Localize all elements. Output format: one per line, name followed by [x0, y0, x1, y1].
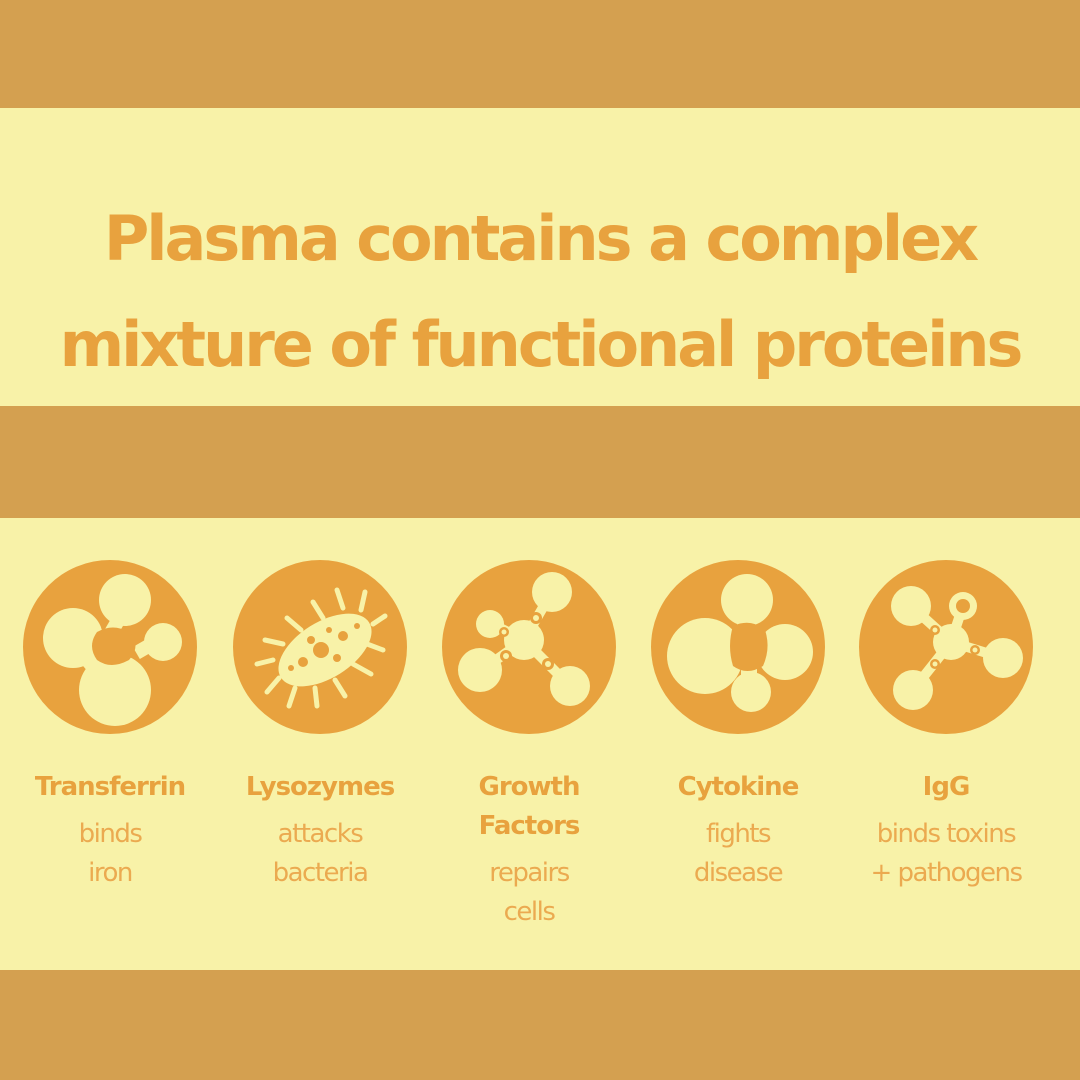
- protein-name: Transferrin: [6, 768, 214, 807]
- protein-description-line: repairs: [489, 858, 570, 888]
- protein-name-line: Factors: [478, 811, 581, 841]
- growth-factor-molecule-icon: [442, 560, 616, 734]
- protein-description-line: binds toxins: [876, 819, 1017, 849]
- protein-description-line: cells: [503, 897, 556, 927]
- protein-description: binds iron: [6, 815, 214, 893]
- cytokine-molecule-icon: [651, 560, 825, 734]
- protein-lysozymes: Lysozymes attacks bacteria: [216, 560, 424, 893]
- protein-description: attacks bacteria: [216, 815, 424, 893]
- protein-description-line: + pathogens: [870, 858, 1023, 888]
- page-title: Plasma contains a complex mixture of fun…: [0, 186, 1080, 398]
- protein-transferrin: Transferrin binds iron: [6, 560, 214, 893]
- protein-description: fights disease: [634, 815, 842, 893]
- protein-description: binds toxins + pathogens: [842, 815, 1050, 893]
- bacterium-icon: [233, 560, 407, 734]
- transferrin-molecule-icon: [23, 560, 197, 734]
- protein-name: Lysozymes: [216, 768, 424, 807]
- protein-growth-factors: Growth Factors repairs cells: [425, 560, 633, 932]
- protein-name-line: Cytokine: [677, 772, 800, 802]
- protein-name: IgG: [842, 768, 1050, 807]
- protein-description-line: bacteria: [272, 858, 369, 888]
- protein-description-line: disease: [693, 858, 784, 888]
- igg-molecule-icon: [859, 560, 1033, 734]
- protein-name-line: Transferrin: [34, 772, 186, 802]
- protein-description-line: fights: [705, 819, 772, 849]
- protein-cytokine: Cytokine fights disease: [634, 560, 842, 893]
- protein-igg: IgG binds toxins + pathogens: [842, 560, 1050, 893]
- protein-name: Growth Factors: [425, 768, 633, 846]
- protein-name-line: IgG: [922, 772, 971, 802]
- protein-name-line: Growth: [478, 772, 581, 802]
- title-line-2: mixture of functional proteins: [59, 308, 1024, 381]
- protein-description-line: attacks: [277, 819, 364, 849]
- title-panel: [0, 108, 1080, 406]
- protein-description: repairs cells: [425, 854, 633, 932]
- title-line-1: Plasma contains a complex: [103, 202, 979, 275]
- protein-description-line: iron: [88, 858, 133, 888]
- protein-description-line: binds: [78, 819, 143, 849]
- protein-name: Cytokine: [634, 768, 842, 807]
- protein-name-line: Lysozymes: [245, 772, 395, 802]
